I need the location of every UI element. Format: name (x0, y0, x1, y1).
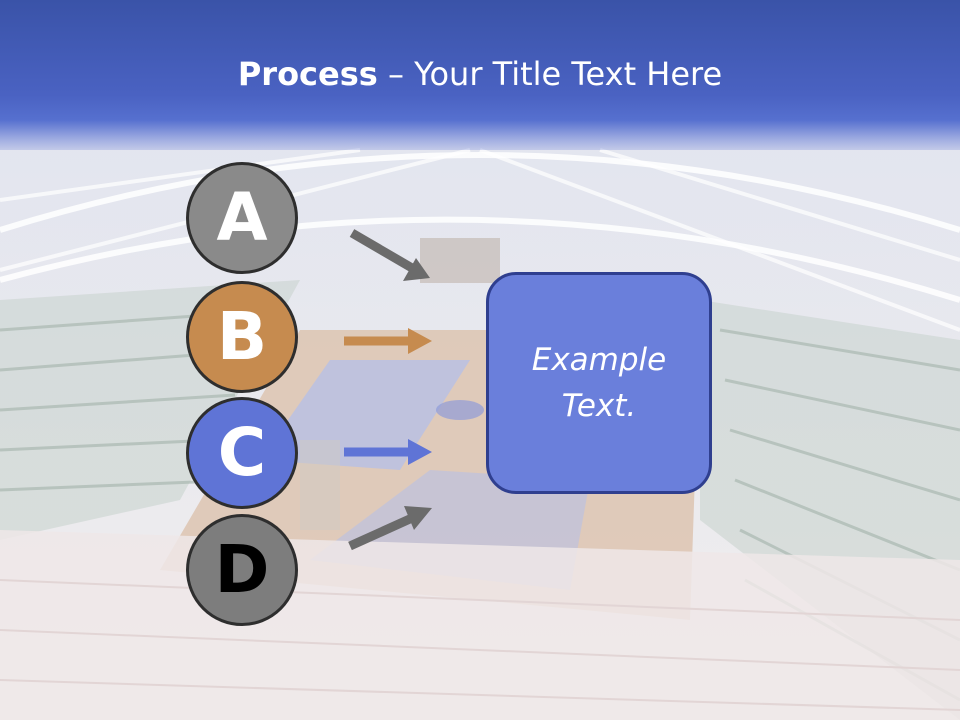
step-c-circle: C (186, 397, 298, 509)
example-text-box: Example Text. (486, 272, 712, 494)
slide-title: Process – Your Title Text Here (0, 52, 960, 96)
title-rest: – Your Title Text Here (377, 55, 723, 93)
step-b-circle: B (186, 281, 298, 393)
step-b-letter: B (216, 298, 268, 375)
title-bar (0, 0, 960, 150)
step-a-circle: A (186, 162, 298, 274)
step-d-circle: D (186, 514, 298, 626)
step-c-letter: C (217, 414, 267, 491)
example-text: Example Text. (531, 342, 667, 424)
arrow-d-icon (348, 506, 432, 551)
arrow-a-icon (349, 229, 430, 281)
step-a-letter: A (216, 179, 268, 256)
title-bold: Process (237, 55, 378, 93)
arrow-b-icon (344, 328, 432, 354)
arrow-c-icon (344, 439, 432, 465)
step-d-letter: D (214, 531, 270, 608)
